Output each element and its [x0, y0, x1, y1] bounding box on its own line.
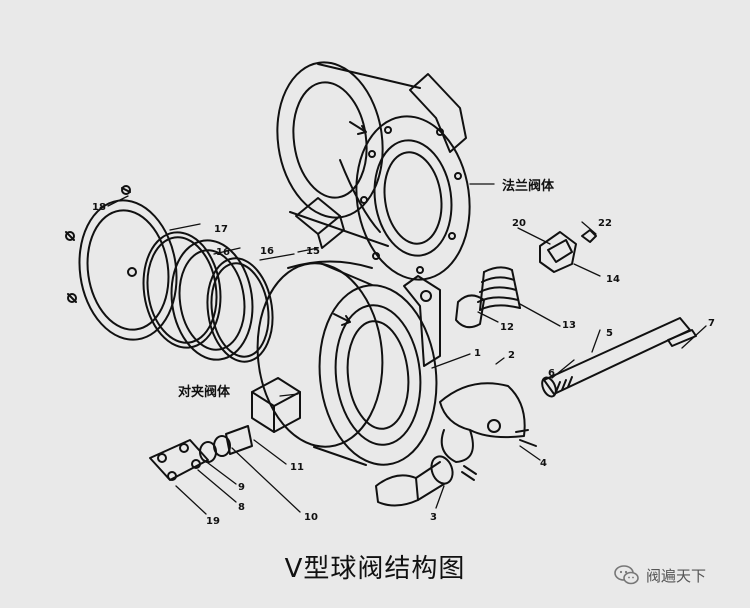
- part-label-11: 11: [290, 462, 304, 473]
- wafer-valve-body: [251, 260, 441, 466]
- part-label-17: 16: [216, 247, 230, 258]
- leader-lines: [107, 183, 707, 515]
- bottom-packing: [149, 425, 253, 481]
- spring-assembly: [455, 229, 597, 329]
- part-label-22: 22: [598, 218, 612, 229]
- part-labels: 18 17 16 16 15 法兰阀体 20 22 14 13 12 5 7 1…: [92, 178, 715, 527]
- part-label-7: 7: [708, 318, 715, 329]
- watermark: 阀遍天下: [614, 564, 706, 586]
- part-label-18: 17: [214, 224, 228, 235]
- part-label-16: 16: [260, 246, 274, 257]
- part-label-4: 4: [540, 458, 547, 469]
- part-label-10: 10: [304, 512, 318, 523]
- diagram-title: V型球阀结构图: [284, 554, 466, 584]
- part-label-6: 6: [548, 368, 555, 379]
- part-label-19: 18: [92, 202, 106, 213]
- part-label-2: 2: [508, 350, 515, 361]
- part-label-21: 20: [512, 218, 526, 229]
- flange-valve-body: [276, 61, 471, 281]
- part-label-3: 3: [430, 512, 437, 523]
- watermark-text: 阀遍天下: [646, 566, 707, 585]
- valve-shaft: [541, 317, 697, 398]
- wafer-body-label: 对夹阀体: [178, 384, 231, 400]
- part-label-5: 5: [606, 328, 613, 339]
- part-label-9: 9: [238, 482, 245, 493]
- part-label-15: 15: [306, 246, 320, 257]
- part-label-12: 12: [500, 322, 514, 333]
- wechat-icon: [614, 565, 639, 585]
- part-label-13: 13: [562, 320, 576, 331]
- v-ball-and-stem: [375, 382, 537, 507]
- side-cover-and-seals: [65, 185, 274, 363]
- part-label-14: 14: [606, 274, 620, 285]
- part-label-1: 1: [474, 348, 481, 359]
- part-label-8: 8: [238, 502, 245, 513]
- part-label-20: 19: [206, 516, 220, 527]
- flange-body-label: 法兰阀体: [502, 178, 555, 194]
